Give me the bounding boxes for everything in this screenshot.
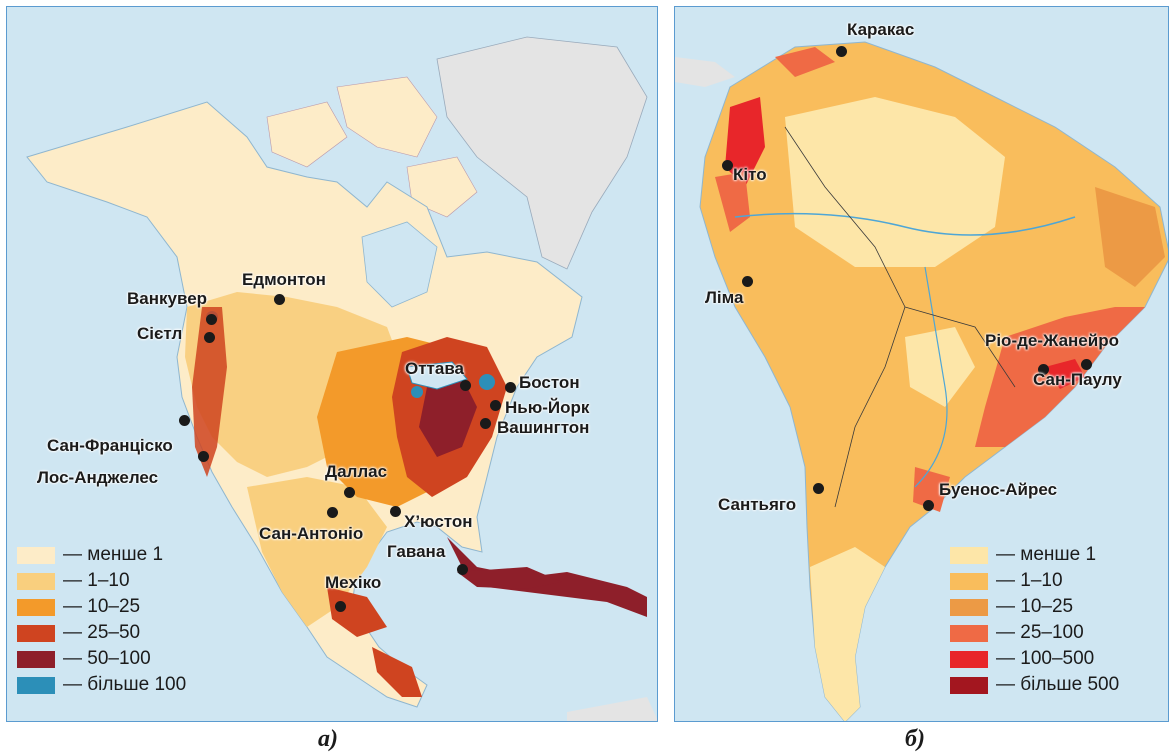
legend-item: — 10–25: [17, 594, 186, 620]
city-label-quito: Кіто: [733, 165, 767, 184]
legend-panel-a: — менше 1 — 1–10 — 10–25 — 25–50 — 50–10…: [17, 542, 186, 698]
city-dot-dallas: [343, 486, 355, 498]
city-label-buenosaires: Буенос-Айрес: [939, 480, 1058, 499]
city-label-sanfrancisco: Сан-Франціско: [47, 436, 173, 455]
legend-item: — менше 1: [950, 542, 1119, 568]
city-label-dallas: Даллас: [325, 462, 388, 481]
city-label-vancouver: Ванкувер: [127, 289, 208, 308]
city-label-rio: Ріо-де-Жанейро: [985, 331, 1119, 350]
legend-label: — 1–10: [63, 570, 130, 591]
legend-item: — більше 100: [17, 672, 186, 698]
city-dot-rio: [1037, 363, 1049, 375]
legend-label: — більше 500: [996, 674, 1120, 695]
legend-label: — 50–100: [63, 648, 151, 669]
city-label-saopaulo: Сан-Паулу: [1033, 370, 1122, 389]
caption-b: б): [905, 726, 925, 752]
legend-panel-b: — менше 1 — 1–10 — 10–25 — 25–100 — 100–…: [950, 542, 1119, 698]
city-label-lima: Ліма: [705, 288, 744, 307]
legend-swatch: [950, 624, 988, 642]
legend-item: — більше 500: [950, 672, 1119, 698]
legend-swatch: [17, 546, 55, 564]
city-dot-newyork: [489, 399, 501, 411]
city-dot-buenosaires: [922, 499, 934, 511]
legend-label: — менше 1: [63, 544, 164, 565]
legend-swatch: [950, 598, 988, 616]
city-dot-washington: [479, 417, 491, 429]
city-label-losangeles: Лос-Анджелес: [37, 468, 159, 487]
city-label-ottawa: Оттава: [405, 359, 465, 378]
legend-item: — 25–100: [950, 620, 1119, 646]
city-label-newyork: Нью-Йорк: [505, 398, 590, 417]
city-dot-boston: [504, 381, 516, 393]
city-dot-mexico: [334, 600, 346, 612]
legend-swatch: [17, 650, 55, 668]
caption-a: а): [318, 726, 338, 752]
city-dot-houston: [389, 505, 401, 517]
city-dot-ottawa: [459, 379, 471, 391]
city-label-sanantonio: Сан-Антоніо: [259, 524, 364, 543]
north-america-map: [26, 36, 657, 721]
city-dot-seattle: [203, 331, 215, 343]
city-label-washington: Вашингтон: [497, 418, 590, 437]
city-dot-sanfrancisco: [178, 414, 190, 426]
legend-swatch: [950, 650, 988, 668]
city-label-santiago: Сантьяго: [718, 495, 797, 514]
legend-label: — 10–25: [996, 596, 1074, 617]
legend-label: — 1–10: [996, 570, 1063, 591]
south-america-map-panel: — менше 1 — 1–10 — 10–25 — 25–100 — 100–…: [674, 6, 1169, 722]
south-america-map: [675, 41, 1168, 721]
city-dot-vancouver: [205, 313, 217, 325]
legend-swatch: [950, 546, 988, 564]
city-dot-havana: [456, 563, 468, 575]
city-label-houston: Х’юстон: [404, 512, 473, 531]
city-label-havana: Гавана: [387, 542, 446, 561]
north-america-map-panel: — менше 1 — 1–10 — 10–25 — 25–50 — 50–10…: [6, 6, 658, 722]
legend-item: — менше 1: [17, 542, 186, 568]
legend-item: — 1–10: [950, 568, 1119, 594]
legend-label: — 25–100: [996, 622, 1084, 643]
city-dot-losangeles: [197, 450, 209, 462]
legend-swatch: [17, 598, 55, 616]
legend-swatch: [17, 572, 55, 590]
legend-label: — 25–50: [63, 622, 141, 643]
city-label-mexico: Мехіко: [325, 573, 382, 592]
legend-swatch: [950, 572, 988, 590]
legend-swatch: [950, 676, 988, 694]
city-label-caracas: Каракас: [847, 20, 915, 39]
legend-label: — менше 1: [996, 544, 1097, 565]
legend-label: — 10–25: [63, 596, 141, 617]
legend-swatch: [17, 676, 55, 694]
city-dot-sanantonio: [326, 506, 338, 518]
legend-item: — 10–25: [950, 594, 1119, 620]
legend-item: — 25–50: [17, 620, 186, 646]
city-dot-quito: [721, 159, 733, 171]
legend-swatch: [17, 624, 55, 642]
legend-label: — 100–500: [996, 648, 1095, 669]
city-dot-saopaulo: [1080, 358, 1092, 370]
legend-label: — більше 100: [63, 674, 187, 695]
city-label-boston: Бостон: [519, 373, 580, 392]
legend-item: — 1–10: [17, 568, 186, 594]
city-label-edmonton: Едмонтон: [242, 270, 326, 289]
legend-item: — 100–500: [950, 646, 1119, 672]
city-dot-edmonton: [273, 293, 285, 305]
city-dot-lima: [741, 275, 753, 287]
city-dot-santiago: [812, 482, 824, 494]
legend-item: — 50–100: [17, 646, 186, 672]
city-label-seattle: Сієтл: [137, 324, 183, 343]
city-dot-caracas: [835, 45, 847, 57]
